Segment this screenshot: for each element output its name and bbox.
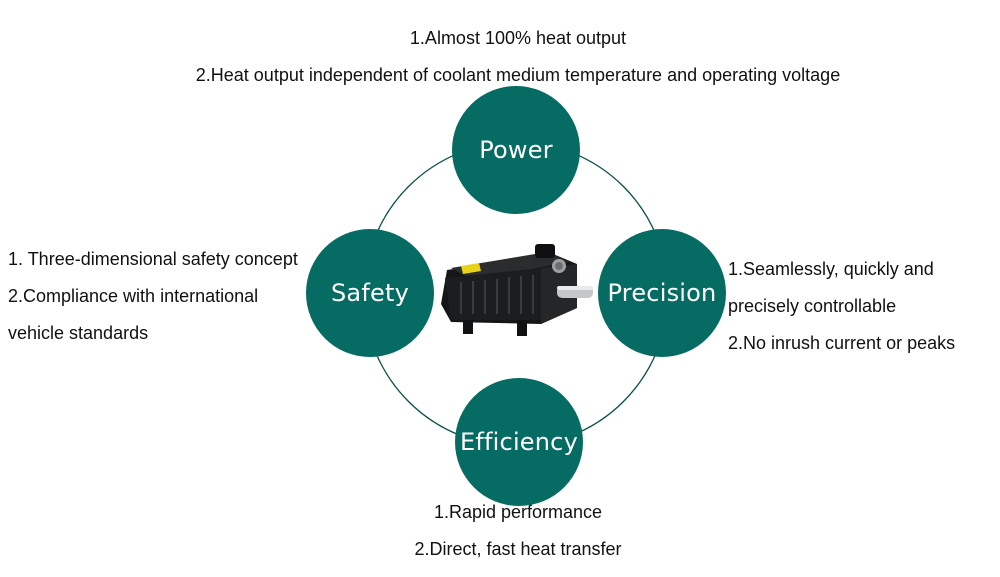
precision-node: Precision [598, 229, 726, 357]
precision-point-1: 1.Seamlessly, quickly and [728, 259, 934, 279]
heater-product-image [441, 244, 593, 336]
precision-description: 1.Seamlessly, quickly and precisely cont… [728, 251, 955, 362]
efficiency-point-1: 1.Rapid performance [433, 502, 603, 522]
safety-point-2-continued: vehicle standards [8, 323, 149, 343]
safety-description: 1. Three-dimensional safety concept 2.Co… [8, 241, 298, 352]
precision-point-1-continued: precisely controllable [728, 296, 897, 316]
power-node-label: Power [479, 136, 553, 164]
safety-node-label: Safety [331, 279, 409, 307]
power-node: Power [452, 86, 580, 214]
safety-point-1: 1. Three-dimensional safety concept [8, 249, 298, 269]
safety-point-2: 2.Compliance with international [8, 286, 259, 306]
efficiency-node: Efficiency [455, 378, 583, 506]
power-description: 1.Almost 100% heat output 2.Heat output … [0, 20, 1000, 94]
power-point-2: 2.Heat output independent of coolant med… [195, 65, 841, 85]
power-point-1: 1.Almost 100% heat output [409, 28, 627, 48]
efficiency-description: 1.Rapid performance 2.Direct, fast heat … [0, 494, 1000, 568]
precision-point-2: 2.No inrush current or peaks [728, 333, 956, 353]
efficiency-point-2: 2.Direct, fast heat transfer [414, 539, 622, 559]
efficiency-node-label: Efficiency [460, 428, 578, 456]
safety-node: Safety [306, 229, 434, 357]
precision-node-label: Precision [607, 279, 717, 307]
